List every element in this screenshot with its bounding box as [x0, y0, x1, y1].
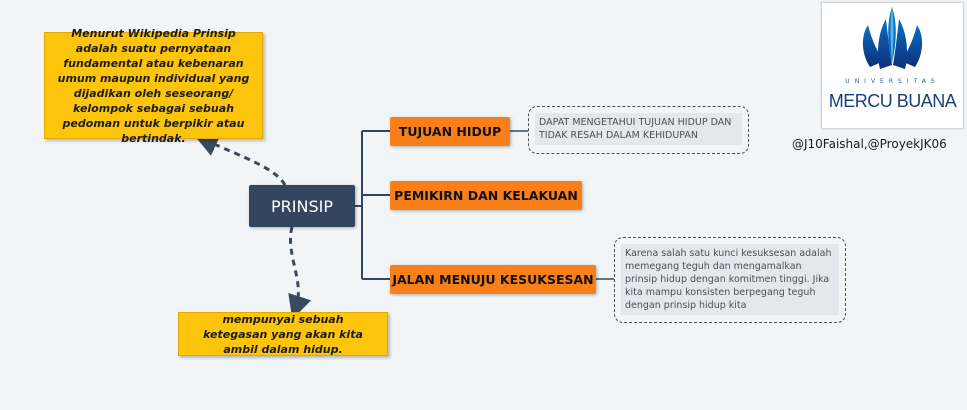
branch-label: TUJUAN HIDUP [398, 124, 502, 139]
firmness-note[interactable]: mempunyai sebuah ketegasan yang akan kit… [178, 312, 388, 356]
detail-text: Karena salah satu kunci kesuksesan adala… [621, 244, 839, 315]
logo-emblem-icon [862, 7, 923, 69]
firmness-text: mempunyai sebuah ketegasan yang akan kit… [203, 312, 363, 356]
logo-title: MERCU BUANA [828, 91, 957, 111]
detail-text: DAPAT MENGETAHUI TUJUAN HIDUP DAN TIDAK … [535, 113, 742, 145]
central-topic[interactable]: PRINSIP [249, 185, 355, 227]
branch-label: JALAN MENUJU KESUKSESAN [392, 272, 594, 287]
logo-subtitle: UNIVERSITAS [845, 78, 940, 85]
detail-tujuan-hidup[interactable]: DAPAT MENGETAHUI TUJUAN HIDUP DAN TIDAK … [528, 106, 749, 154]
definition-text: Menurut Wikipedia Prinsip adalah suatu p… [57, 26, 250, 145]
connector-to-definition [194, 133, 287, 186]
branch-pemikiran-kelakuan[interactable]: PEMIKIRN DAN KELAKUAN [390, 181, 582, 210]
central-topic-label: PRINSIP [271, 196, 333, 216]
definition-note[interactable]: Menurut Wikipedia Prinsip adalah suatu p… [44, 27, 263, 145]
university-logo: UNIVERSITAS MERCU BUANA [821, 2, 964, 129]
branch-jalan-kesuksesan[interactable]: JALAN MENUJU KESUKSESAN [390, 265, 596, 294]
branch-tujuan-hidup[interactable]: TUJUAN HIDUP [390, 117, 510, 146]
author-credit: @J10Faishal,@ProyekJK06 [792, 137, 947, 151]
detail-jalan-kesuksesan[interactable]: Karena salah satu kunci kesuksesan adala… [614, 237, 846, 323]
connector-to-branches [355, 130, 390, 280]
branch-label: PEMIKIRN DAN KELAKUAN [394, 188, 578, 203]
connector-to-firmness [288, 226, 312, 320]
